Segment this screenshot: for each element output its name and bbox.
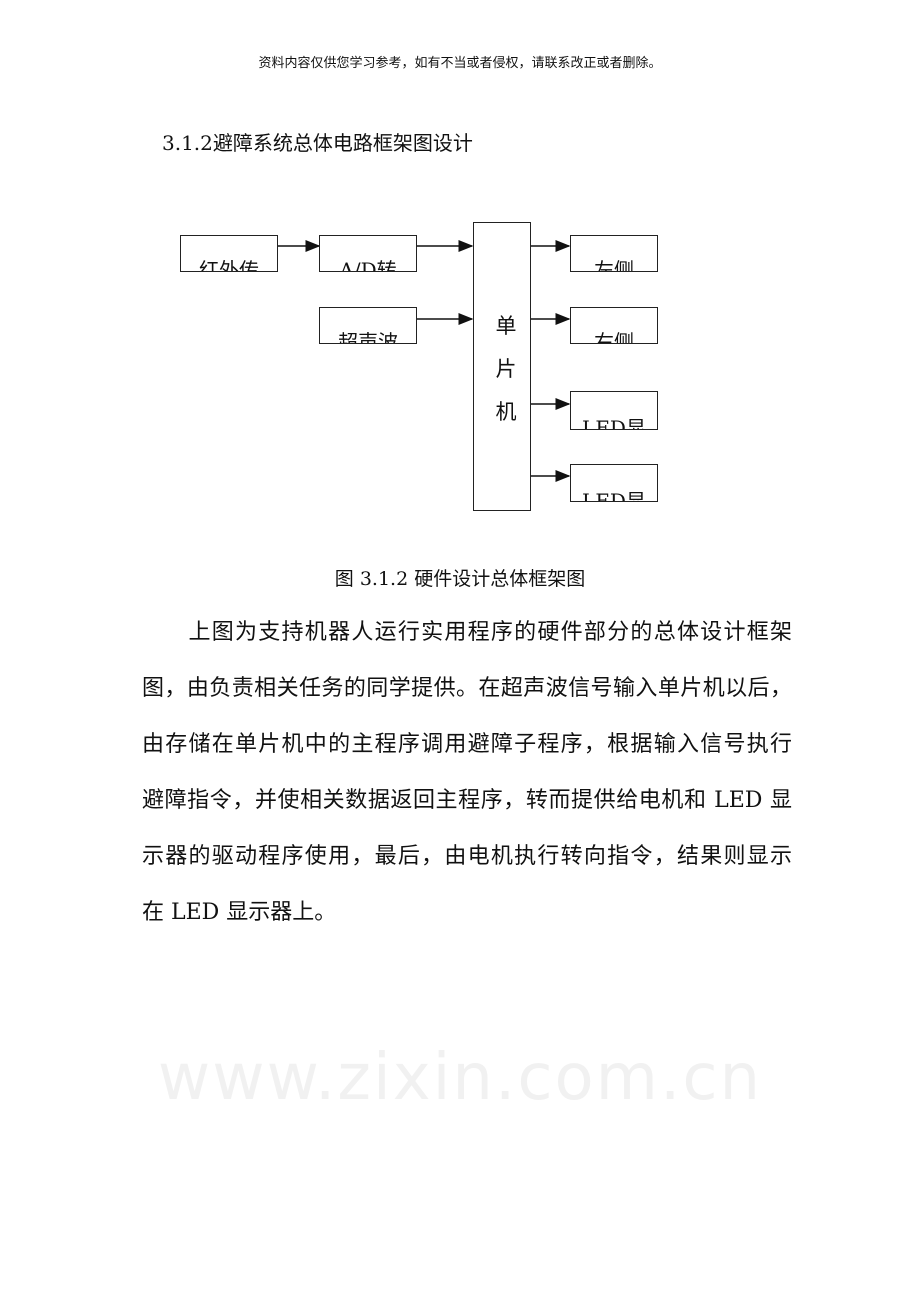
box-label: 右侧 bbox=[594, 330, 634, 344]
header-note: 资料内容仅供您学习参考，如有不当或者侵权，请联系改正或者删除。 bbox=[258, 56, 662, 71]
box-label: 超声波 bbox=[338, 330, 398, 344]
box-label: 红外传 bbox=[199, 258, 259, 272]
watermark: www.zixin.com.cn bbox=[157, 1041, 763, 1115]
left-motor-box: 左侧 bbox=[570, 235, 658, 272]
box-label: LED显 bbox=[582, 489, 646, 502]
body-line: 示器的驱动程序使用，最后，由电机执行转向指令，结果则显示 bbox=[142, 844, 792, 869]
led-display-box: LED显 bbox=[570, 391, 658, 430]
box-label: A/D转 bbox=[339, 258, 397, 272]
body-line: 避障指令，并使相关数据返回主程序，转而提供给电机和 LED 显 bbox=[142, 788, 792, 813]
led-display-box: LED显 bbox=[570, 464, 658, 502]
body-line: 上图为支持机器人运行实用程序的硬件部分的总体设计框架 bbox=[142, 620, 792, 645]
ultrasonic-box: 超声波 bbox=[319, 307, 417, 344]
body-line: 由存储在单片机中的主程序调用避障子程序，根据输入信号执行 bbox=[142, 732, 792, 757]
section-heading: 3.1.2避障系统总体电路框架图设计 bbox=[162, 131, 473, 155]
box-label: 单片机 bbox=[495, 314, 517, 424]
diagram-arrows bbox=[277, 240, 571, 482]
box-label: 左侧 bbox=[594, 258, 634, 272]
figure-caption: 图 3.1.2 硬件设计总体框架图 bbox=[334, 568, 586, 590]
box-label: LED显 bbox=[582, 416, 646, 430]
mcu-box: 单片机 bbox=[473, 222, 531, 511]
infrared-sensor-box: 红外传 bbox=[180, 235, 278, 272]
ad-converter-box: A/D转 bbox=[319, 235, 417, 272]
body-line: 在 LED 显示器上。 bbox=[142, 900, 337, 925]
body-line: 图，由负责相关任务的同学提供。在超声波信号输入单片机以后， bbox=[142, 676, 792, 701]
right-motor-box: 右侧 bbox=[570, 307, 658, 344]
